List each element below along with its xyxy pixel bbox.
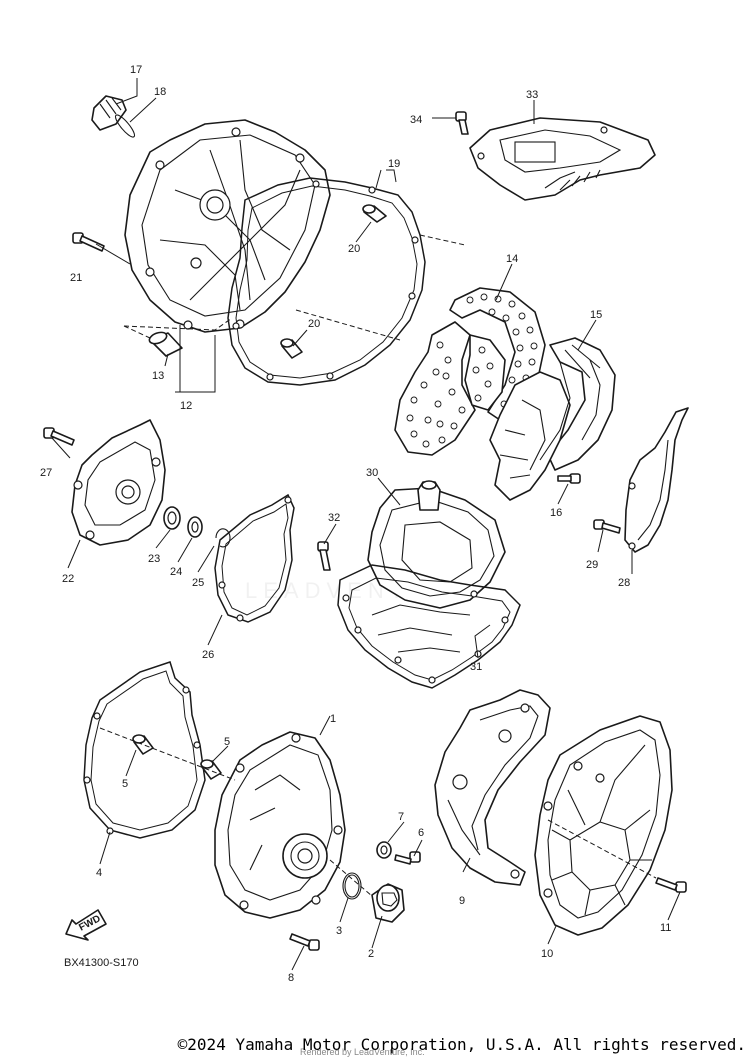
callout-10: 10 bbox=[541, 948, 553, 960]
part-24-oil-seal[interactable] bbox=[187, 516, 203, 538]
part-10-sprocket-cover[interactable] bbox=[534, 715, 673, 936]
callout-20-upper: 20 bbox=[348, 243, 360, 255]
part-17-oil-filler-plug[interactable] bbox=[91, 95, 127, 131]
part-14-guard[interactable] bbox=[394, 287, 546, 456]
fwd-arrow-icon: FWD bbox=[65, 909, 107, 941]
callout-5-left: 5 bbox=[122, 778, 128, 790]
part-19-gasket[interactable] bbox=[227, 177, 426, 386]
callout-4: 4 bbox=[96, 867, 102, 879]
callout-labels: 1 2 3 4 5 5 6 7 8 9 10 11 12 13 14 15 16… bbox=[40, 64, 671, 984]
callout-18: 18 bbox=[154, 86, 166, 98]
callout-32: 32 bbox=[328, 512, 340, 524]
part-23-bearing[interactable] bbox=[163, 506, 181, 530]
callout-14: 14 bbox=[506, 253, 518, 265]
callout-31: 31 bbox=[470, 661, 482, 673]
part-29-bolt[interactable] bbox=[593, 519, 621, 534]
part-26-gasket[interactable] bbox=[214, 493, 295, 623]
part-27-bolt[interactable] bbox=[43, 427, 75, 446]
callout-1: 1 bbox=[330, 713, 336, 725]
callout-20-lower: 20 bbox=[308, 318, 320, 330]
callout-33: 33 bbox=[526, 89, 538, 101]
part-33-plate[interactable] bbox=[469, 117, 656, 201]
callout-17: 17 bbox=[130, 64, 142, 76]
callout-7: 7 bbox=[398, 811, 404, 823]
callout-24: 24 bbox=[170, 566, 182, 578]
part-18-o-ring[interactable] bbox=[113, 113, 137, 140]
part-30-oil-pan[interactable] bbox=[367, 480, 506, 609]
part-5-dowel-pin-right[interactable] bbox=[200, 759, 222, 780]
callout-16: 16 bbox=[550, 507, 562, 519]
callout-8: 8 bbox=[288, 972, 294, 984]
copyright-notice: ©2024 Yamaha Motor Corporation, U.S.A. A… bbox=[177, 1035, 746, 1054]
callout-30: 30 bbox=[366, 467, 378, 479]
part-31-oil-pan-gasket[interactable] bbox=[337, 564, 521, 689]
callout-13: 13 bbox=[152, 370, 164, 382]
part-21-bolt[interactable] bbox=[72, 232, 105, 252]
callout-5-right: 5 bbox=[224, 736, 230, 748]
part-1-generator-cover[interactable] bbox=[214, 731, 346, 919]
part-22-cover[interactable] bbox=[71, 419, 166, 546]
part-9-protector-bracket[interactable] bbox=[434, 689, 551, 886]
part-3-o-ring[interactable] bbox=[342, 872, 362, 900]
part-2-plug[interactable] bbox=[371, 883, 405, 923]
callout-29: 29 bbox=[586, 559, 598, 571]
leader-lines bbox=[51, 78, 681, 971]
callout-12: 12 bbox=[180, 400, 192, 412]
part-12-crankcase-cover[interactable] bbox=[124, 119, 331, 333]
part-16-bolt[interactable] bbox=[557, 473, 581, 484]
callout-15: 15 bbox=[590, 309, 602, 321]
part-7-washer[interactable] bbox=[376, 841, 392, 859]
callout-25: 25 bbox=[192, 577, 204, 589]
callout-26: 26 bbox=[202, 649, 214, 661]
part-34-bolt[interactable] bbox=[455, 111, 469, 135]
part-6-bolt[interactable] bbox=[394, 851, 421, 865]
callout-34: 34 bbox=[410, 114, 422, 126]
rendered-by-notice: Rendered by LeadVenture, Inc. bbox=[300, 1047, 425, 1057]
guard-perforation-pattern bbox=[406, 293, 538, 448]
callout-9: 9 bbox=[459, 895, 465, 907]
part-28-side-cover[interactable] bbox=[624, 407, 689, 553]
callout-19: 19 bbox=[388, 158, 400, 170]
part-4-gasket[interactable] bbox=[83, 661, 206, 839]
part-8-bolt[interactable] bbox=[289, 933, 320, 951]
part-20-dowel-pin-upper[interactable] bbox=[362, 204, 387, 223]
part-32-bolt[interactable] bbox=[317, 541, 331, 571]
part-13-dowel-pin[interactable] bbox=[148, 330, 183, 357]
callout-2: 2 bbox=[368, 948, 374, 960]
callout-23: 23 bbox=[148, 553, 160, 565]
callout-11: 11 bbox=[660, 922, 671, 934]
callout-21: 21 bbox=[70, 272, 82, 284]
diagram-reference-code: BX41300-S170 bbox=[64, 957, 139, 969]
callout-6: 6 bbox=[418, 827, 424, 839]
callout-22: 22 bbox=[62, 573, 74, 585]
callout-28: 28 bbox=[618, 577, 630, 589]
part-11-bolt[interactable] bbox=[655, 877, 687, 893]
part-15-guard-plate[interactable] bbox=[489, 337, 616, 501]
part-20-dowel-pin-lower[interactable] bbox=[280, 338, 303, 359]
callout-3: 3 bbox=[336, 925, 342, 937]
callout-27: 27 bbox=[40, 467, 52, 479]
